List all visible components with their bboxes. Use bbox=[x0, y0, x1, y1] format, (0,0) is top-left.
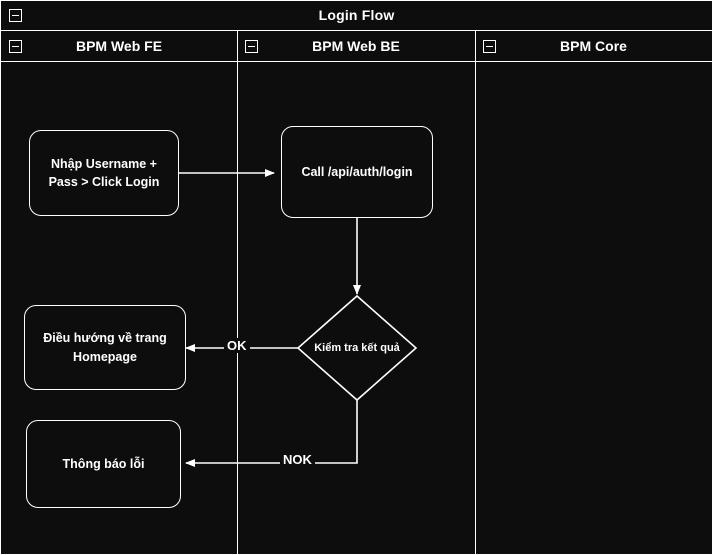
task-call-api-auth-login[interactable]: Call /api/auth/login bbox=[281, 126, 433, 218]
lane-collapse-icon-be[interactable] bbox=[245, 40, 258, 53]
lane-collapse-icon-fe[interactable] bbox=[9, 40, 22, 53]
edge-label-nok: NOK bbox=[280, 452, 315, 467]
lane-label-core: BPM Core bbox=[560, 38, 627, 54]
lane-header-fe: BPM Web FE bbox=[1, 31, 237, 62]
lane-divider-1 bbox=[237, 31, 238, 555]
pool-title-bar: Login Flow bbox=[0, 0, 713, 31]
lane-divider-2 bbox=[475, 31, 476, 555]
lane-label-fe: BPM Web FE bbox=[75, 38, 163, 54]
lane-label-be: BPM Web BE bbox=[312, 38, 400, 54]
pool-collapse-icon[interactable] bbox=[9, 9, 22, 22]
lane-collapse-icon-core[interactable] bbox=[483, 40, 496, 53]
pool-title-label: Login Flow bbox=[318, 7, 395, 23]
task-nhap-username[interactable]: Nhập Username + Pass > Click Login bbox=[29, 130, 179, 216]
lane-header-be: BPM Web BE bbox=[237, 31, 475, 62]
lane-header-core: BPM Core bbox=[475, 31, 712, 62]
task-thong-bao-loi[interactable]: Thông báo lỗi bbox=[26, 420, 181, 508]
edge-label-ok: OK bbox=[224, 338, 250, 353]
edge-n3-n5 bbox=[185, 393, 358, 467]
task-dieu-huong-homepage[interactable]: Điều hướng về trang Homepage bbox=[24, 305, 186, 390]
gateway-kiem-tra-ket-qua[interactable]: Kiểm tra kết quả bbox=[295, 293, 419, 403]
